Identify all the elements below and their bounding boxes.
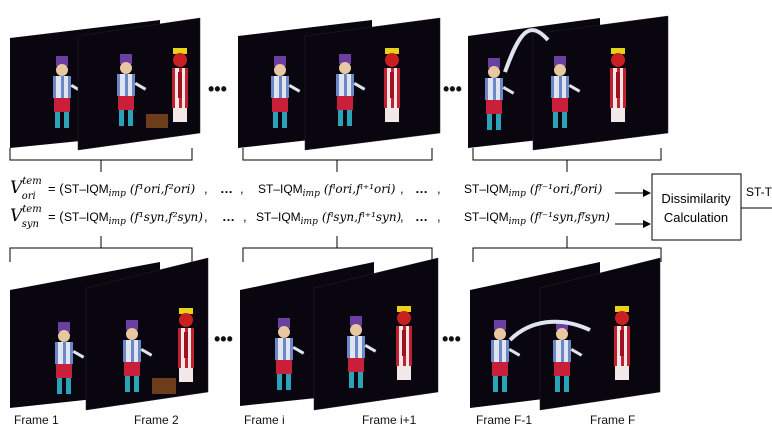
vsyn-term-2: ST–IQMimp(fⁱsyn,fⁱ⁺¹syn): [256, 210, 402, 227]
vsyn-dots-2: …: [415, 209, 428, 224]
vsyn-term-3: ST–IQMimp(fᶠ⁻¹syn,fᶠsyn): [464, 210, 610, 227]
top-ellipsis-2: •••: [443, 79, 462, 99]
top-frame-group-3: [468, 15, 669, 151]
bottom-frame-group-3: [470, 257, 661, 411]
vori-comma-3: ,: [400, 181, 404, 196]
frame-label-1: Frame 1: [14, 413, 59, 427]
top-brace-1: [9, 148, 193, 172]
top-frame-group-1: [10, 17, 201, 151]
vori-term-1: ST–IQMimp(f¹ori,f²ori): [64, 182, 195, 199]
bottom-frame-2-image: [85, 257, 209, 411]
dissimilarity-label-2: Calculation: [664, 210, 728, 225]
bottom-brace-3: [472, 236, 662, 262]
vori-equals: = (: [48, 181, 64, 196]
top-brace-3: [472, 148, 662, 172]
top-frame-group-2: [238, 17, 441, 151]
vori-comma-2: ,: [240, 181, 244, 196]
frame-label-F: Frame F: [590, 413, 635, 427]
top-frame-i1-image: [304, 17, 441, 151]
vori-term-2: ST–IQMimp(fⁱori,fⁱ⁺¹ori): [258, 182, 396, 199]
bottom-ellipsis-2: •••: [442, 329, 461, 349]
bottom-ellipsis-1: •••: [214, 329, 233, 349]
frame-label-i: Frame i: [244, 413, 285, 427]
output-label: ST-T: [746, 185, 772, 199]
vori-dots-1: …: [220, 181, 233, 196]
frame-label-2: Frame 2: [134, 413, 179, 427]
vsyn-equals: = (: [48, 209, 64, 224]
vsyn-comma-4: ,: [437, 209, 441, 224]
frame-label-i1: Frame i+1: [362, 413, 417, 427]
vori-comma-4: ,: [437, 181, 441, 196]
vsyn-comma-3: ,: [400, 209, 404, 224]
vsyn-dots-1: …: [222, 209, 235, 224]
vori-term-3: ST–IQMimp(fᶠ⁻¹ori,fᶠori): [464, 182, 603, 199]
top-ellipsis-1: •••: [208, 79, 227, 99]
vori-dots-2: …: [415, 181, 428, 196]
vsyn-comma-2: ,: [243, 209, 247, 224]
vori-comma-1: ,: [204, 181, 208, 196]
vsyn-term-1: ST–IQMimp(f¹syn,f²syn): [64, 210, 203, 227]
bottom-brace-1: [9, 236, 193, 262]
bottom-frame-group-2: [240, 257, 439, 411]
vsyn-comma-1: ,: [204, 209, 208, 224]
dissimilarity-label-1: Dissimilarity: [661, 191, 731, 206]
top-brace-2: [242, 148, 433, 172]
bottom-frame-group-1: [10, 257, 209, 411]
frame-label-F1: Frame F-1: [476, 413, 532, 427]
bottom-brace-2: [242, 236, 433, 262]
dissimilarity-box: Dissimilarity Calculation: [651, 173, 742, 241]
